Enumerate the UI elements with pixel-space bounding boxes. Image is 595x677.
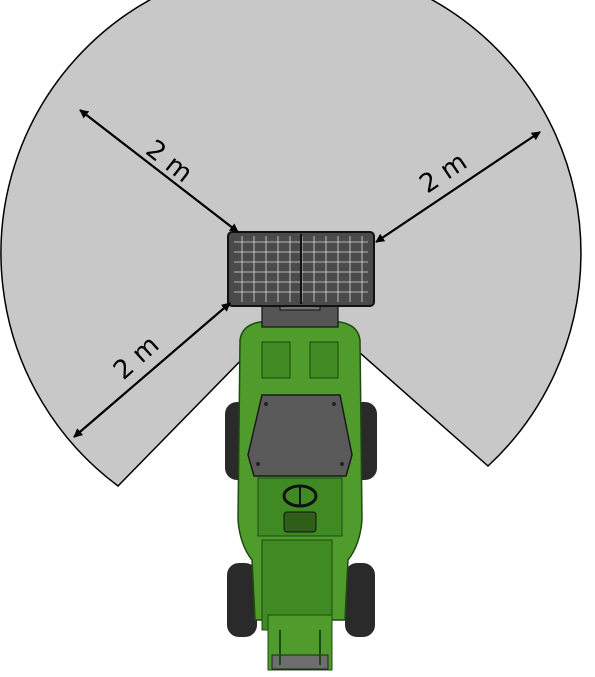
dimension-arrow-left — [73, 302, 231, 438]
dimension-arrow-front-left — [79, 109, 239, 233]
hood-panel-left — [261, 341, 291, 379]
hood-panel-right — [309, 341, 339, 379]
rear-left-wheel — [227, 563, 257, 637]
operator-seat — [283, 511, 317, 533]
cab-roof — [247, 394, 353, 477]
dimension-arrow-front-right — [375, 131, 541, 243]
rear-right-wheel — [345, 563, 375, 637]
tail-plate — [271, 654, 329, 670]
